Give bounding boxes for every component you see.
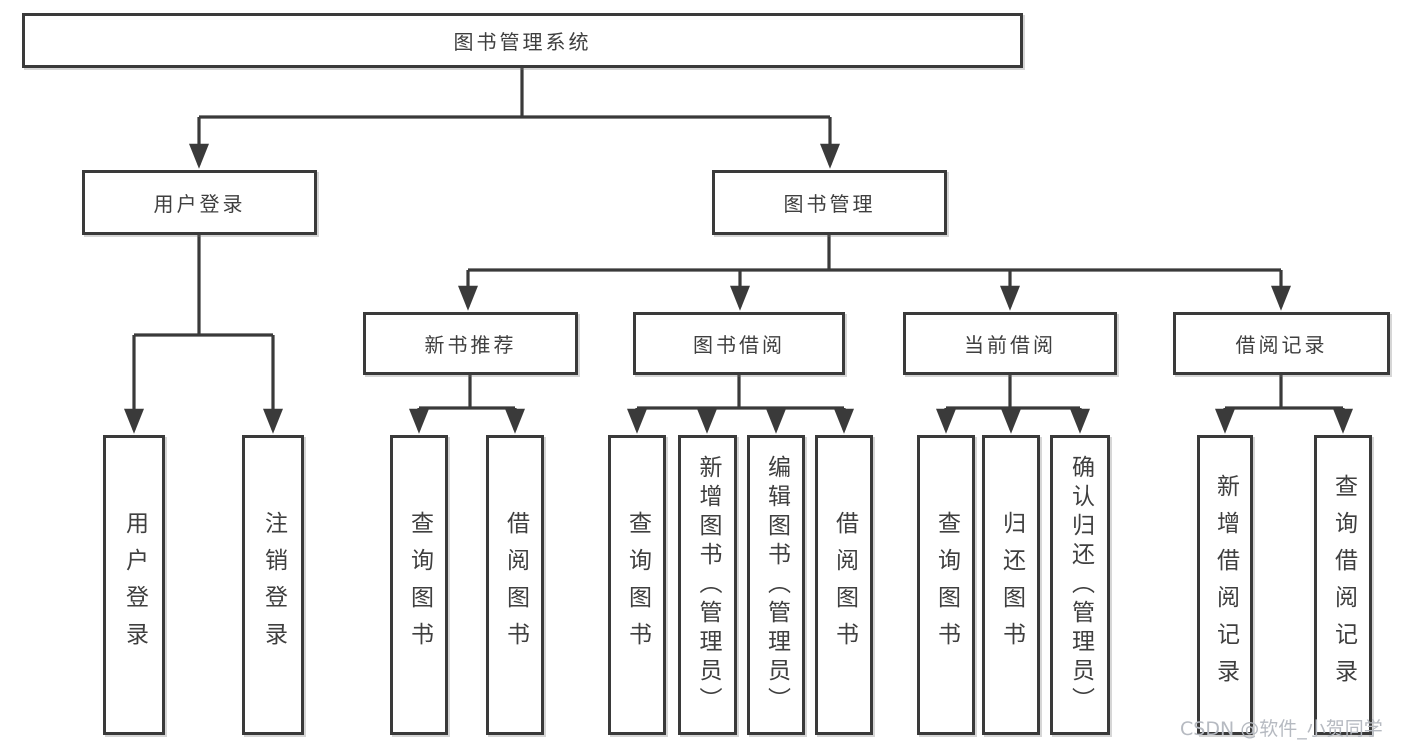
leaf-query-borrow-record-label: 查询借阅记录: [1330, 474, 1357, 696]
leaf-edit-books-admin: 编辑图书（管理员）: [747, 435, 805, 735]
node-new-book-recommend: 新书推荐: [363, 312, 578, 375]
node-user-login: 用户登录: [82, 170, 317, 235]
node-borrowing-records: 借阅记录: [1173, 312, 1390, 375]
leaf-borrow-books-2: 借阅图书: [815, 435, 873, 735]
node-current-borrowing-label: 当前借阅: [964, 333, 1056, 357]
leaf-user-login-label: 用户登录: [121, 511, 148, 659]
node-library-system-label: 图书管理系统: [453, 30, 592, 54]
leaf-add-books-admin-label: 新增图书（管理员）: [695, 454, 721, 716]
leaf-query-books-1: 查询图书: [390, 435, 448, 735]
node-book-borrowing: 图书借阅: [633, 312, 845, 375]
leaf-borrow-books-1-label: 借阅图书: [502, 511, 529, 659]
leaf-borrow-books-1: 借阅图书: [486, 435, 544, 735]
node-book-management: 图书管理: [712, 170, 947, 235]
leaf-confirm-return-admin: 确认归还（管理员）: [1050, 435, 1110, 735]
leaf-query-books-3: 查询图书: [917, 435, 975, 735]
leaf-return-books: 归还图书: [982, 435, 1040, 735]
leaf-logout-label: 注销登录: [260, 511, 287, 659]
node-library-system: 图书管理系统: [22, 13, 1023, 68]
leaf-query-borrow-record: 查询借阅记录: [1314, 435, 1372, 735]
leaf-add-borrow-record: 新增借阅记录: [1197, 435, 1253, 735]
node-borrowing-records-label: 借阅记录: [1235, 333, 1328, 357]
leaf-add-borrow-record-label: 新增借阅记录: [1212, 474, 1239, 696]
node-new-book-recommend-label: 新书推荐: [424, 333, 517, 357]
leaf-query-books-3-label: 查询图书: [933, 511, 960, 659]
leaf-query-books-2: 查询图书: [608, 435, 666, 735]
node-current-borrowing: 当前借阅: [903, 312, 1117, 375]
leaf-add-books-admin: 新增图书（管理员）: [678, 435, 737, 735]
leaf-logout: 注销登录: [242, 435, 304, 735]
leaf-confirm-return-admin-label: 确认归还（管理员）: [1067, 454, 1094, 716]
node-book-management-label: 图书管理: [783, 192, 876, 216]
csdn-watermark: CSDN @软件_小贺同学: [1180, 718, 1383, 740]
leaf-user-login: 用户登录: [103, 435, 165, 735]
node-user-login-label: 用户登录: [153, 192, 246, 216]
node-book-borrowing-label: 图书借阅: [693, 333, 785, 357]
leaf-edit-books-admin-label: 编辑图书（管理员）: [763, 454, 790, 716]
leaf-return-books-label: 归还图书: [998, 511, 1025, 659]
leaf-query-books-2-label: 查询图书: [624, 511, 651, 659]
leaf-borrow-books-2-label: 借阅图书: [831, 511, 858, 659]
leaf-query-books-1-label: 查询图书: [406, 511, 433, 659]
